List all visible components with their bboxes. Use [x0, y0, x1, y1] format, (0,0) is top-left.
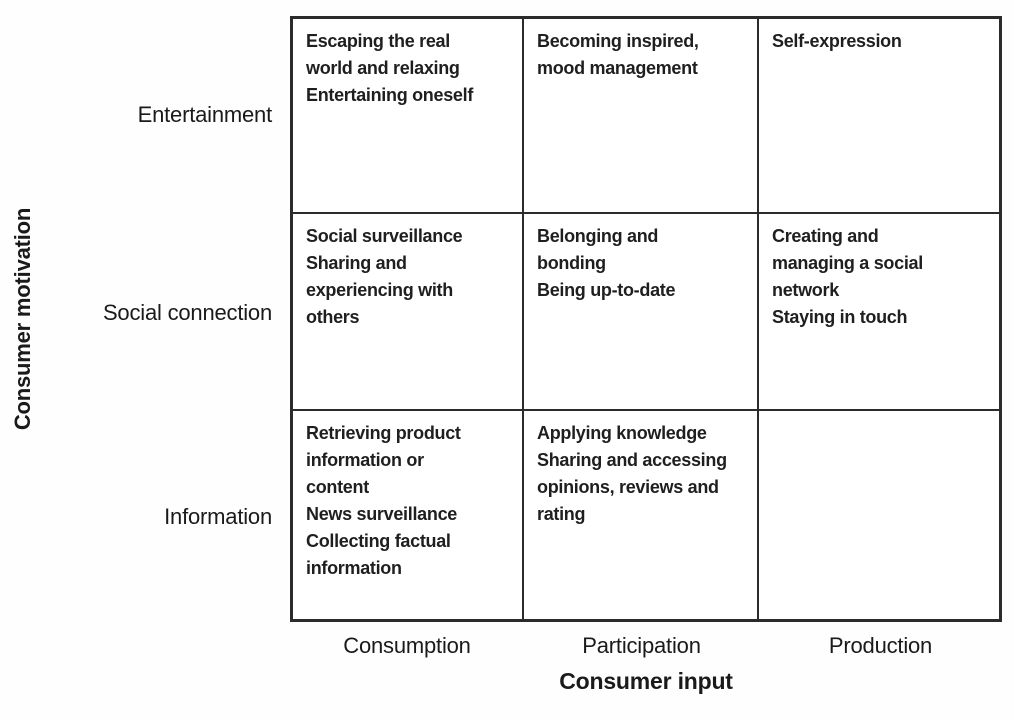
row-label-information: Information [164, 503, 272, 529]
matrix-cell-social-connection-participation: Belonging and bonding Being up-to-date [524, 214, 759, 411]
col-label-participation: Participation [582, 633, 701, 658]
col-label-consumption: Consumption [343, 633, 471, 658]
matrix-cell-entertainment-participation: Becoming inspired, mood management [524, 19, 759, 214]
row-label-entertainment: Entertainment [137, 102, 273, 127]
matrix-cell-information-participation: Applying knowledge Sharing and accessing… [524, 411, 759, 619]
row-label-social-connection: Social connection [102, 299, 272, 325]
matrix-cell-social-connection-consumption: Social surveillance Sharing and experien… [293, 214, 524, 411]
matrix-grid: Escaping the real world and relaxing Ent… [290, 16, 1002, 622]
matrix-cell-information-production [759, 411, 999, 619]
x-axis-title: Consumer input [559, 668, 733, 694]
matrix-cell-entertainment-consumption: Escaping the real world and relaxing Ent… [293, 19, 524, 214]
matrix-cell-entertainment-production: Self-expression [759, 19, 999, 214]
matrix-cell-social-connection-production: Creating and managing a social network S… [759, 214, 999, 411]
matrix-cell-information-consumption: Retrieving product information or conten… [293, 411, 524, 619]
col-label-production: Production [828, 633, 933, 658]
